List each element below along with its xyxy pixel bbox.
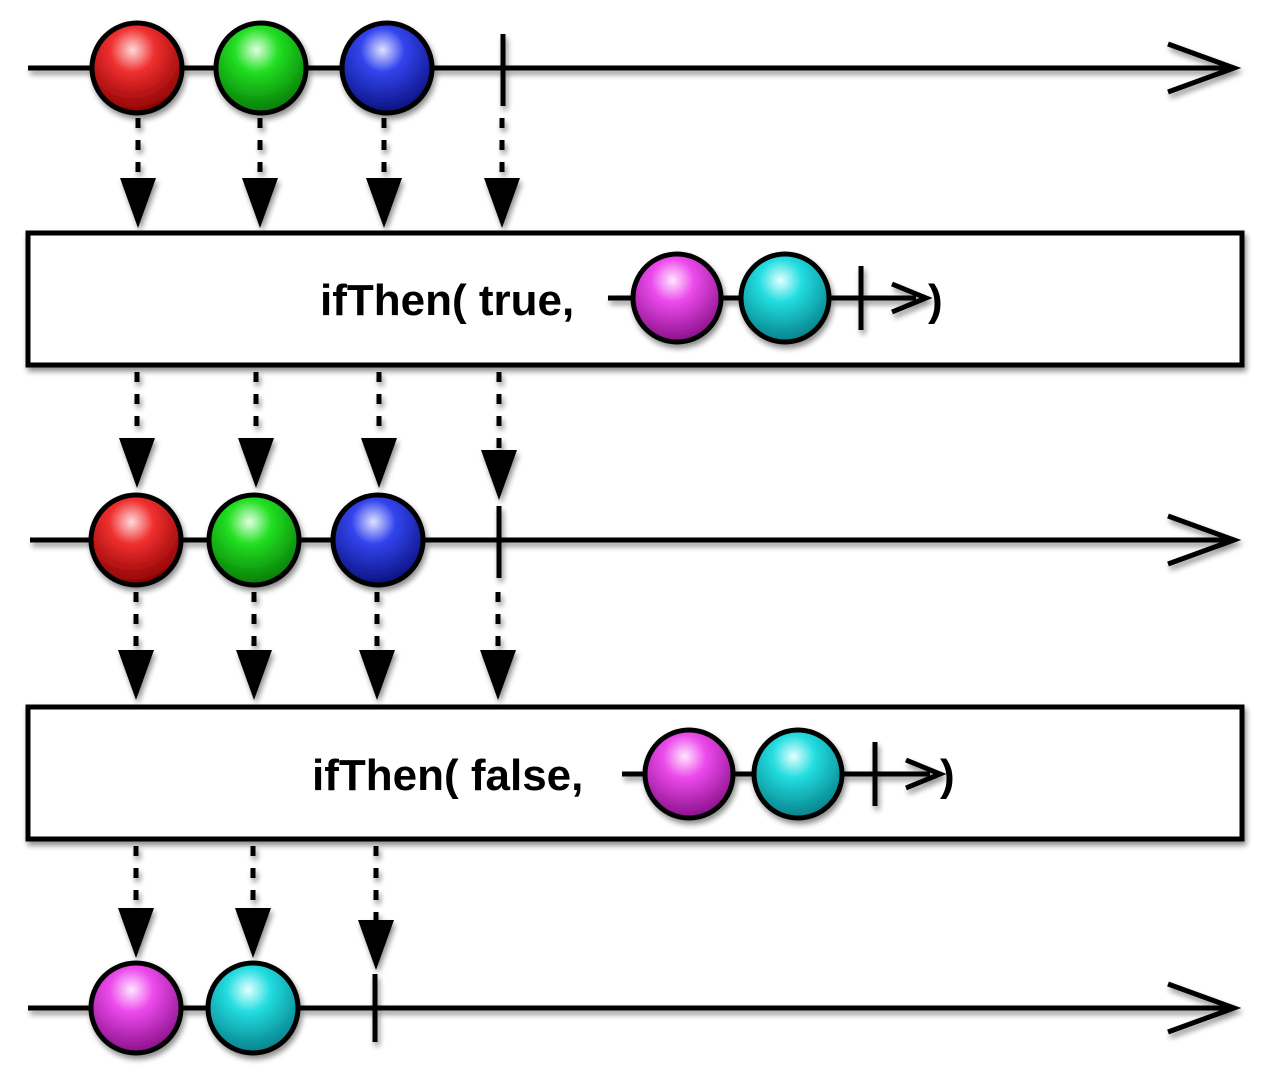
arrows-source-to-op1 xyxy=(120,118,520,228)
dotted-arrow xyxy=(236,592,272,700)
dotted-arrow xyxy=(359,592,395,700)
marble-blue xyxy=(330,492,426,588)
dotted-arrow xyxy=(358,846,394,970)
dotted-arrow xyxy=(235,846,271,958)
inline-alternate-timeline xyxy=(608,251,933,345)
marble-green xyxy=(206,492,302,588)
arrows-op1-to-result xyxy=(119,372,517,500)
operator-label-suffix: ) xyxy=(940,751,955,800)
marble-magenta xyxy=(630,251,724,345)
marble-cyan xyxy=(205,960,301,1056)
operator-label-prefix: ifThen( false, xyxy=(312,751,583,800)
dotted-arrow xyxy=(361,372,397,488)
marble-green xyxy=(213,20,309,116)
result-timeline-true xyxy=(30,492,1242,588)
operator-box-false: ifThen( false, ) xyxy=(25,704,1245,842)
marble-blue xyxy=(339,20,435,116)
marble-red xyxy=(89,20,185,116)
source-timeline xyxy=(28,20,1242,116)
operator-box-true: ifThen( true, ) xyxy=(25,230,1245,368)
inline-alternate-timeline xyxy=(622,727,947,821)
timeline-arrowhead xyxy=(1167,981,1242,1035)
dotted-arrow xyxy=(481,372,517,500)
dotted-arrow xyxy=(118,592,154,700)
marble-cyan xyxy=(738,251,832,345)
dotted-arrow xyxy=(119,372,155,488)
dotted-arrow xyxy=(480,592,516,700)
dotted-arrow xyxy=(120,118,156,228)
dotted-arrow xyxy=(484,118,520,228)
dotted-arrow xyxy=(366,118,402,228)
marble-cyan xyxy=(751,727,845,821)
marble-red xyxy=(88,492,184,588)
timeline-arrowhead xyxy=(1167,513,1242,567)
marble-magenta xyxy=(642,727,736,821)
dotted-arrow xyxy=(242,118,278,228)
operator-label-prefix: ifThen( true, xyxy=(320,276,574,325)
operator-label-suffix: ) xyxy=(928,276,943,325)
operator-box-frame xyxy=(25,704,1245,842)
dotted-arrow xyxy=(118,846,154,958)
arrows-op2-to-result xyxy=(118,846,394,970)
result-timeline-false xyxy=(28,960,1242,1056)
arrows-result-to-op2 xyxy=(118,592,516,700)
timeline-arrowhead xyxy=(1167,41,1242,95)
dotted-arrow xyxy=(238,372,274,488)
marble-magenta xyxy=(88,960,184,1056)
